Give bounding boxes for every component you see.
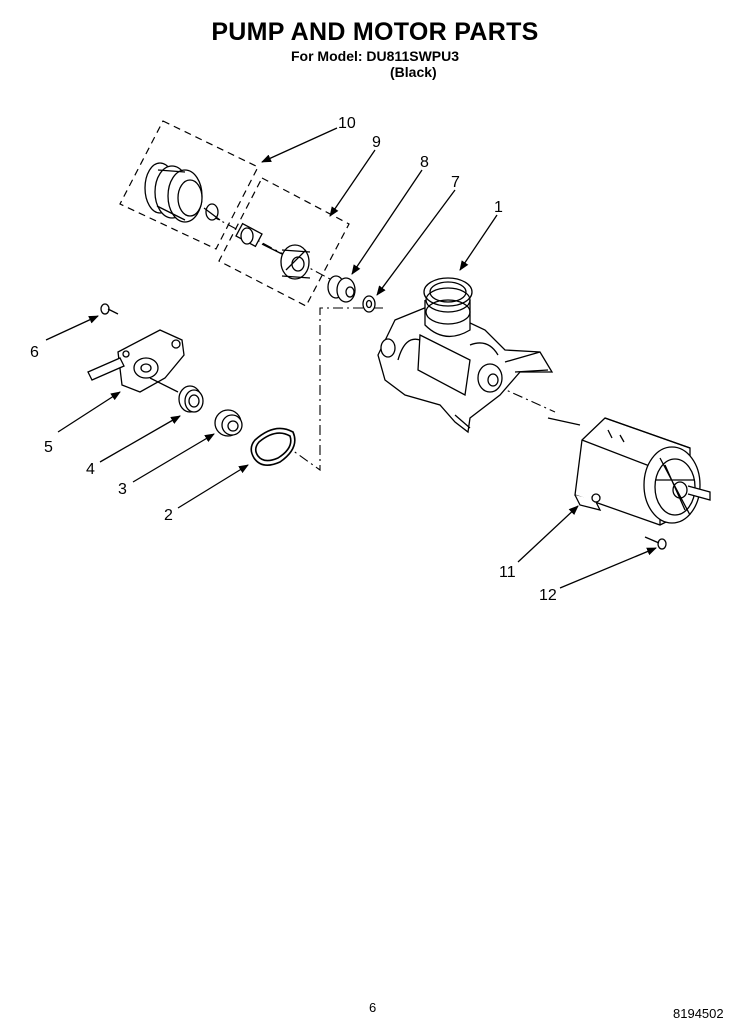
leader-8 bbox=[351, 169, 423, 275]
part-10-filter-disc bbox=[144, 162, 221, 223]
leader-5 bbox=[57, 391, 121, 433]
callout-11: 11 bbox=[499, 564, 516, 581]
part-1-pump-housing bbox=[377, 277, 554, 434]
part-12-motor-bolt bbox=[644, 536, 667, 550]
part-6-screw bbox=[100, 303, 119, 315]
part-8-seal bbox=[327, 275, 356, 303]
part-5-pump-cover bbox=[87, 329, 185, 393]
leader-2 bbox=[177, 464, 249, 509]
part-7-washer bbox=[362, 295, 376, 313]
callout-3: 3 bbox=[118, 481, 127, 498]
page-title: PUMP AND MOTOR PARTS bbox=[211, 18, 539, 46]
callout-labels: 10 9 8 7 1 6 5 4 3 2 11 12 bbox=[30, 115, 557, 604]
callout-10: 10 bbox=[338, 115, 356, 132]
model-line: For Model: DU811SWPU3 bbox=[290, 48, 460, 64]
leader-9 bbox=[329, 149, 376, 217]
callout-6: 6 bbox=[30, 344, 39, 361]
assembly-centerline bbox=[209, 214, 556, 472]
leader-1 bbox=[459, 214, 498, 271]
part-4-grommet bbox=[178, 385, 204, 413]
callout-12: 12 bbox=[539, 587, 557, 604]
leader-10 bbox=[261, 127, 338, 163]
part-2-gasket bbox=[250, 427, 296, 466]
callout-2: 2 bbox=[164, 507, 173, 524]
part-11-motor bbox=[547, 417, 711, 526]
part-3-seal-ring bbox=[214, 409, 243, 437]
assembly-box-9 bbox=[218, 177, 350, 307]
callout-1: 1 bbox=[494, 199, 503, 216]
leader-4 bbox=[99, 415, 181, 463]
leader-7 bbox=[376, 189, 456, 296]
page-number: 6 bbox=[369, 1000, 377, 1015]
assembly-box-10 bbox=[119, 120, 259, 250]
leader-3 bbox=[132, 433, 215, 483]
callout-9: 9 bbox=[372, 134, 381, 151]
leader-11 bbox=[517, 505, 579, 563]
leader-6 bbox=[45, 315, 99, 341]
document-number: 8194502 bbox=[673, 1006, 724, 1021]
callout-4: 4 bbox=[86, 461, 95, 478]
callout-8: 8 bbox=[420, 154, 429, 171]
callout-7: 7 bbox=[451, 174, 460, 191]
leader-12 bbox=[559, 547, 657, 589]
callout-5: 5 bbox=[44, 439, 53, 456]
color-line: (Black) bbox=[390, 64, 437, 80]
leader-lines bbox=[45, 127, 657, 589]
part-9-impeller bbox=[235, 222, 311, 280]
